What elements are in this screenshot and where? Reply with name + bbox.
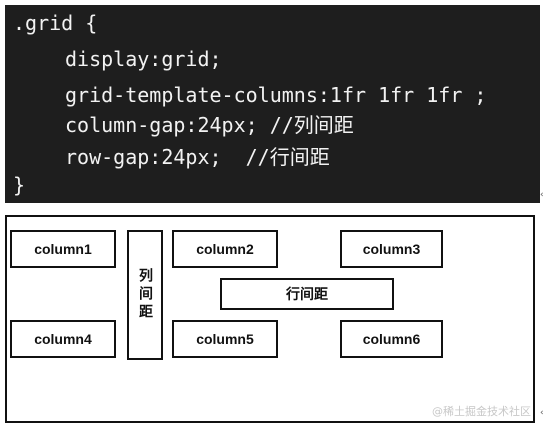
grid-cell-column2: column2 <box>172 230 278 268</box>
code-line-1: .grid { <box>13 11 98 35</box>
column-gap-label: 列间距 <box>137 268 153 322</box>
edge-mark-top: ‹ <box>540 190 544 200</box>
code-panel: .grid { display:grid; grid-template-colu… <box>5 5 540 203</box>
column-gap-indicator: 列间距 <box>127 230 163 360</box>
code-line-5: row-gap:24px; //行间距 <box>65 145 330 169</box>
code-line-3: grid-template-columns:1fr 1fr 1fr ; <box>65 83 487 107</box>
code-line-4: column-gap:24px; //列间距 <box>65 113 354 137</box>
grid-cell-column4: column4 <box>10 320 116 358</box>
code-line-6: } <box>13 173 26 197</box>
grid-cell-column5: column5 <box>172 320 278 358</box>
code-line-2: display:grid; <box>65 47 222 71</box>
row-gap-indicator: 行间距 <box>220 278 394 310</box>
watermark: @稀土掘金技术社区 <box>432 405 531 418</box>
grid-cell-column1: column1 <box>10 230 116 268</box>
edge-mark-bottom: ‹ <box>540 408 544 418</box>
grid-cell-column6: column6 <box>340 320 443 358</box>
grid-cell-column3: column3 <box>340 230 443 268</box>
